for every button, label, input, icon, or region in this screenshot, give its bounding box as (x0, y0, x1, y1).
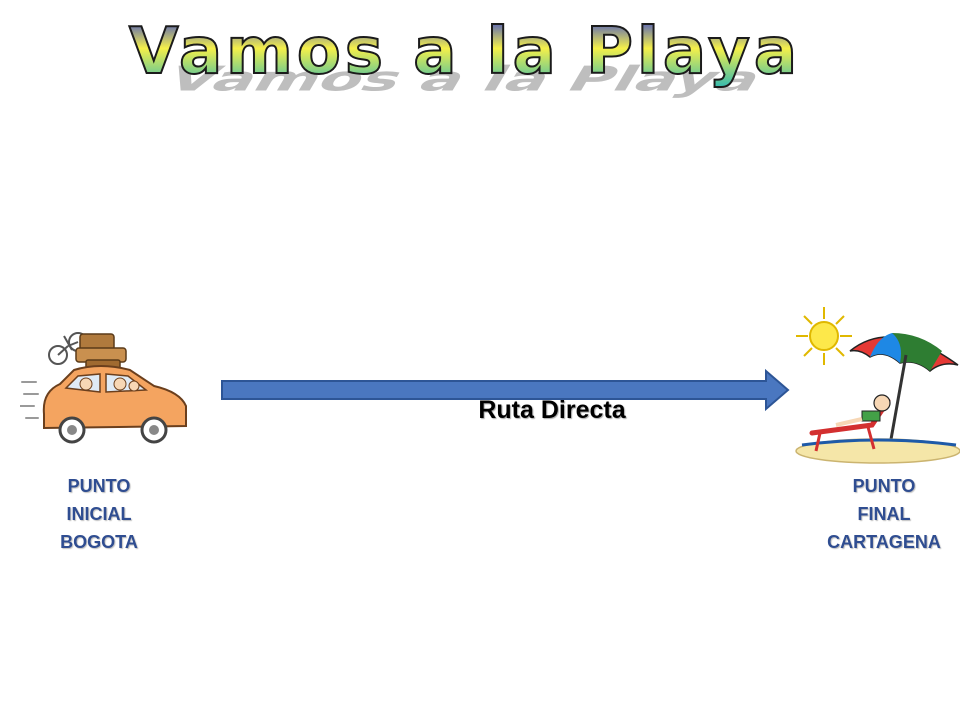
beach-umbrella-icon (795, 307, 960, 464)
start-line-1: PUNTO (67, 476, 131, 496)
end-point-caption: PUNTO FINAL CARTAGENA (804, 472, 960, 556)
start-line-2: INICIAL (66, 504, 132, 524)
start-line-3: BOGOTA (60, 532, 138, 552)
page-title-wordart: Vamos a la Playa Vamos a la Playa (128, 14, 801, 99)
end-line-1: PUNTO (852, 476, 916, 496)
title-shadow: Vamos a la Playa (159, 60, 771, 99)
route-label: Ruta Directa (478, 396, 626, 424)
sun-icon (796, 307, 852, 365)
page-title: Vamos a la Playa (129, 15, 801, 89)
car-with-luggage-icon (20, 332, 187, 444)
route-arrow (221, 368, 790, 412)
end-line-2: FINAL (857, 504, 911, 524)
end-line-3: CARTAGENA (827, 532, 941, 552)
start-point-caption: PUNTO INICIAL BOGOTA (19, 472, 179, 556)
